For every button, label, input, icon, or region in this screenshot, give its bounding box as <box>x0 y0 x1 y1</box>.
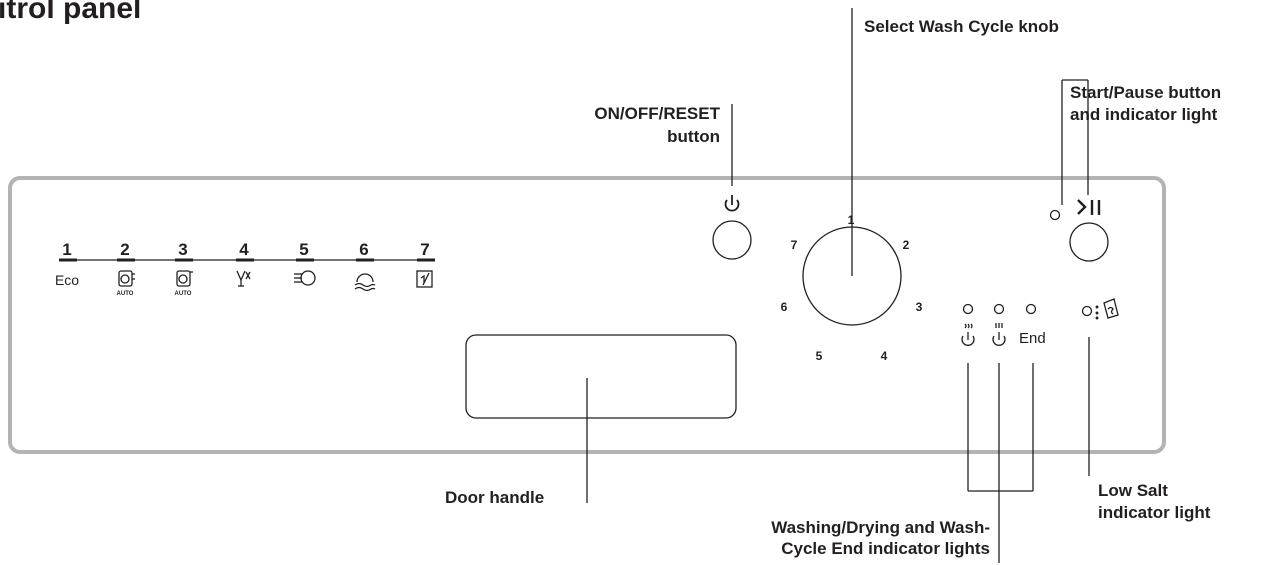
power-icon <box>724 195 740 212</box>
dial-number: 7 <box>790 238 798 252</box>
door-handle[interactable] <box>465 334 737 419</box>
program-number: 1 <box>62 240 72 259</box>
auto-intensive-icon <box>118 270 135 287</box>
auto-normal-icon <box>176 270 193 287</box>
program-eco-label: Eco <box>54 272 80 288</box>
page-heading: itrol panel <box>0 0 142 25</box>
door-handle-label: Door handle <box>445 488 545 507</box>
dial-number: 3 <box>915 300 923 314</box>
washing-indicator-light <box>962 303 974 315</box>
dial-number: 2 <box>902 238 910 252</box>
low-salt-indicator-light <box>1081 305 1093 317</box>
wash-dry-label-line1: Washing/Drying and Wash- <box>771 518 990 537</box>
washing-icon <box>961 323 975 346</box>
wash-dry-label-line2: Cycle End indicator lights <box>781 539 990 558</box>
dial-number: 6 <box>780 300 788 314</box>
start-pause-label-line1: Start/Pause button <box>1070 83 1222 102</box>
soak-icon <box>354 273 376 292</box>
select-knob-label: Select Wash Cycle knob <box>864 17 1059 36</box>
program-auto-label: AUTO <box>174 291 192 297</box>
rapid-wash-icon <box>294 270 316 286</box>
drying-icon <box>992 323 1006 346</box>
program-number: 7 <box>420 240 430 259</box>
program-number: 3 <box>178 240 188 259</box>
program-auto-label: AUTO <box>116 291 134 297</box>
program-number: 2 <box>120 240 130 259</box>
start-pause-label-line2: and indicator light <box>1070 105 1218 124</box>
glass-icon <box>236 270 251 287</box>
salt-icon <box>1095 298 1119 320</box>
on-off-label-line1: ON/OFF/RESET <box>594 104 720 123</box>
program-number: 6 <box>359 240 369 259</box>
half-load-icon <box>416 270 433 288</box>
low-salt-label-line1: Low Salt <box>1098 481 1168 500</box>
low-salt-label-line2: indicator light <box>1098 503 1211 522</box>
drying-indicator-light <box>993 303 1005 315</box>
dial-number: 1 <box>847 213 855 227</box>
on-off-reset-button[interactable] <box>712 220 752 260</box>
program-number: 5 <box>299 240 309 259</box>
dial-number: 5 <box>815 349 823 363</box>
start-pause-button[interactable] <box>1069 222 1109 262</box>
start-pause-icon <box>1077 199 1101 215</box>
program-number: 4 <box>239 240 249 259</box>
start-pause-indicator-light <box>1049 209 1061 221</box>
on-off-label-line2: button <box>667 127 720 146</box>
end-label: End <box>1019 330 1046 347</box>
dial-number: 4 <box>880 349 888 363</box>
leader-lines <box>586 8 1090 563</box>
select-wash-cycle-knob[interactable] <box>802 226 902 326</box>
end-indicator-light <box>1025 303 1037 315</box>
